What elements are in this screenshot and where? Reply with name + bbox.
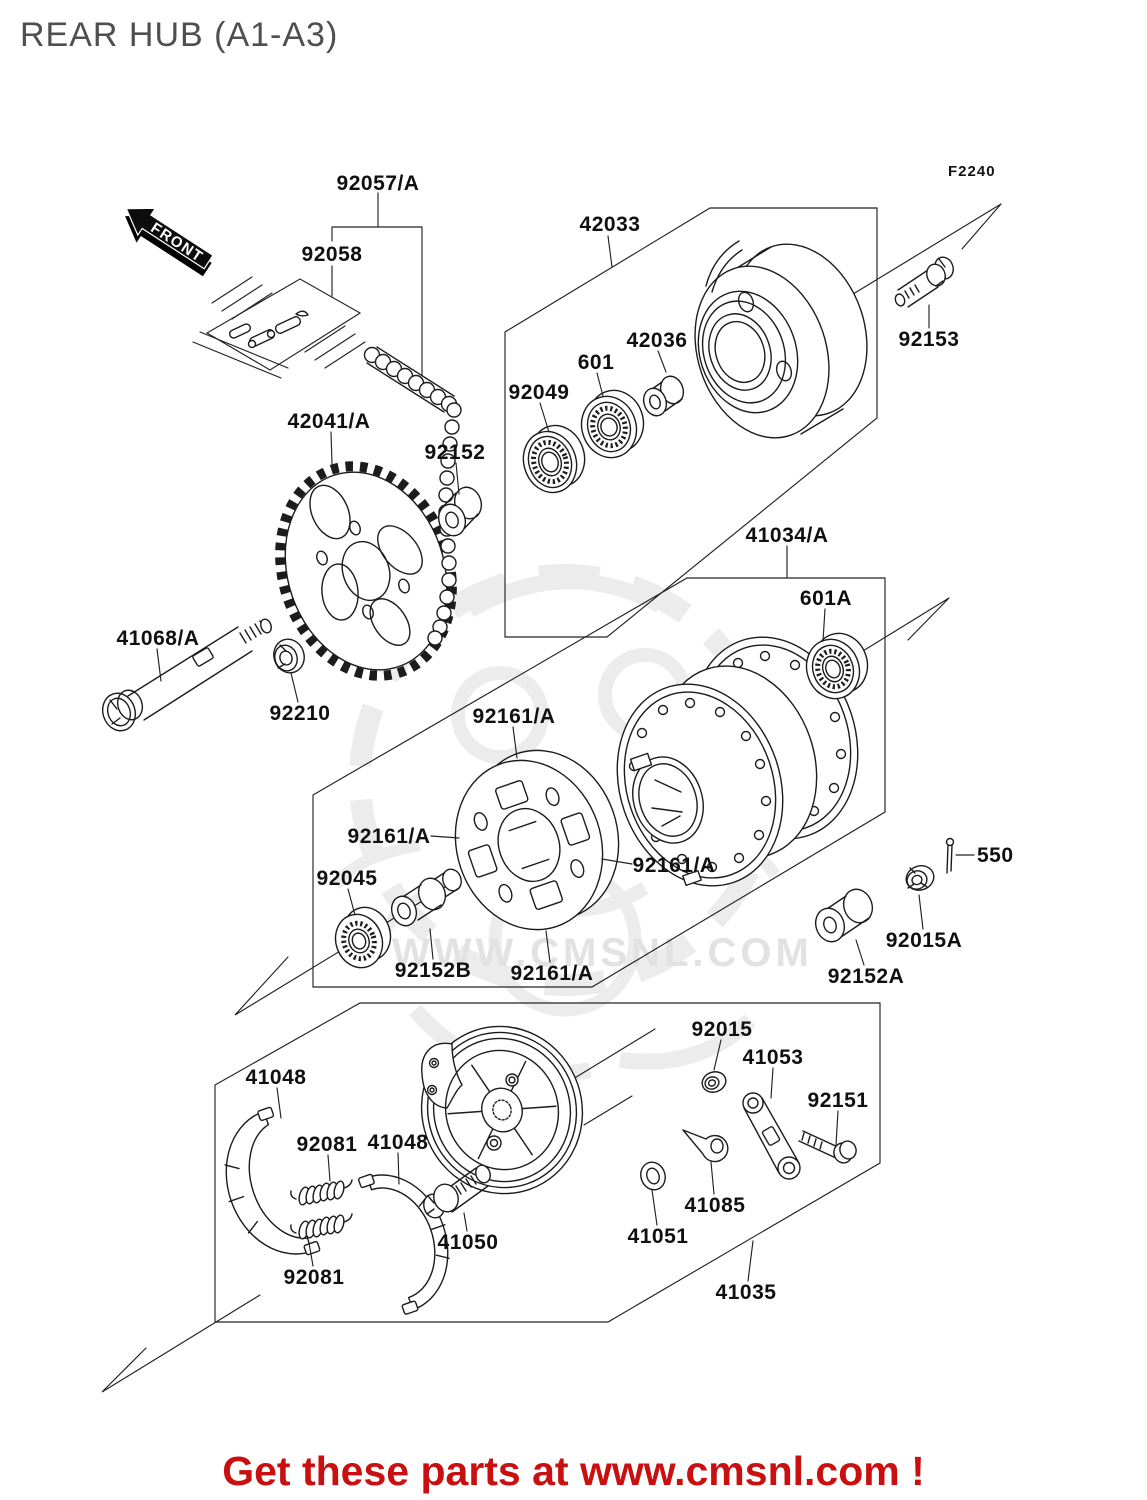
bolt-92153 bbox=[894, 256, 954, 308]
part-label-41085: 41085 bbox=[685, 1194, 746, 1217]
washer-41051 bbox=[640, 1161, 666, 1191]
bearing-92045 bbox=[334, 906, 392, 969]
bolt-92151 bbox=[798, 1130, 857, 1164]
indicator-plate-41085 bbox=[682, 1129, 729, 1163]
part-label-92081-top: 92081 bbox=[297, 1133, 358, 1156]
bearing-601a bbox=[805, 632, 869, 700]
cotter-pin-550 bbox=[945, 837, 955, 874]
axis-lines-panel bbox=[572, 1028, 656, 1126]
coupling-92161 bbox=[454, 749, 620, 931]
part-label-92153: 92153 bbox=[899, 328, 960, 351]
part-label-92152: 92152 bbox=[425, 441, 486, 464]
cms-watermark-text: WWW.CMSNL.COM bbox=[392, 931, 813, 975]
part-label-92210: 92210 bbox=[270, 702, 331, 725]
part-label-92015: 92015 bbox=[692, 1018, 753, 1041]
brake-spring-92081-top bbox=[290, 1179, 353, 1206]
part-label-41048-right: 41048 bbox=[368, 1131, 429, 1154]
front-direction-arrow: FRONT bbox=[125, 207, 214, 277]
group-box-hub bbox=[312, 577, 886, 988]
brake-drum-42033 bbox=[694, 240, 868, 439]
cmsnl-promo-link[interactable]: Get these parts at www.cmsnl.com ! bbox=[222, 1448, 925, 1494]
figure-code: F2240 bbox=[948, 163, 996, 180]
part-labels: 92057/A 92058 42033 42036 601 92049 9215… bbox=[117, 172, 1014, 1304]
part-label-42041a: 42041/A bbox=[288, 410, 371, 433]
torque-link-41053 bbox=[742, 1092, 801, 1180]
part-label-601a: 601A bbox=[800, 587, 852, 610]
brake-shoe-left-41048 bbox=[224, 1106, 321, 1256]
part-label-92152a: 92152A bbox=[828, 965, 905, 988]
part-label-92057a: 92057/A bbox=[337, 172, 420, 195]
part-label-92161a-bottom: 92161/A bbox=[511, 962, 594, 985]
collar-92152a bbox=[814, 888, 874, 943]
part-label-41048-left: 41048 bbox=[246, 1066, 307, 1089]
collar-92152 bbox=[437, 486, 483, 537]
part-label-601: 601 bbox=[578, 351, 615, 374]
part-label-42036: 42036 bbox=[627, 329, 688, 352]
axle-bolt-41068 bbox=[101, 618, 272, 732]
part-label-41050: 41050 bbox=[438, 1231, 499, 1254]
nut-92015 bbox=[701, 1071, 727, 1093]
part-label-92151: 92151 bbox=[808, 1089, 869, 1112]
master-link-kit bbox=[205, 278, 362, 371]
part-label-92058: 92058 bbox=[302, 243, 363, 266]
part-label-92161a-top: 92161/A bbox=[473, 705, 556, 728]
part-label-92152b: 92152B bbox=[395, 959, 472, 982]
axis-arrow-shoes bbox=[101, 1294, 261, 1393]
chain-segment bbox=[363, 346, 458, 413]
brake-panel-41035 bbox=[420, 1025, 584, 1195]
part-label-41068a: 41068/A bbox=[117, 627, 200, 650]
part-label-92049: 92049 bbox=[509, 381, 570, 404]
part-label-92015a: 92015A bbox=[886, 929, 963, 952]
axis-arrow-hub bbox=[857, 597, 950, 655]
leader-lines bbox=[156, 192, 975, 1282]
group-box-drum bbox=[504, 207, 878, 638]
assembly-axis-arrows bbox=[101, 203, 1002, 1393]
page-title: REAR HUB (A1-A3) bbox=[20, 16, 339, 54]
axle-nut-92210 bbox=[273, 638, 305, 674]
bearing-601 bbox=[580, 389, 645, 459]
brake-spring-92081-bottom bbox=[290, 1213, 353, 1240]
part-label-550: 550 bbox=[977, 844, 1014, 867]
camshaft-41050 bbox=[423, 1164, 491, 1219]
bearing-92049 bbox=[522, 424, 586, 494]
part-label-92045: 92045 bbox=[317, 867, 378, 890]
part-label-41053: 41053 bbox=[743, 1046, 804, 1069]
part-label-42033: 42033 bbox=[580, 213, 641, 236]
front-arrow-body bbox=[125, 207, 214, 270]
part-label-41034a: 41034/A bbox=[746, 524, 829, 547]
sleeve-92152b bbox=[390, 868, 462, 927]
spacer-42036 bbox=[642, 375, 685, 417]
wheel-hub-41034 bbox=[616, 636, 859, 887]
part-label-41051: 41051 bbox=[628, 1225, 689, 1248]
part-label-92161a-left: 92161/A bbox=[348, 825, 431, 848]
axis-arrow-f2240 bbox=[839, 203, 1002, 303]
nut-92015a bbox=[905, 865, 935, 891]
part-label-92161a-right: 92161/A bbox=[633, 854, 716, 877]
part-label-92081-bottom: 92081 bbox=[284, 1266, 345, 1289]
part-label-41035: 41035 bbox=[716, 1281, 777, 1304]
